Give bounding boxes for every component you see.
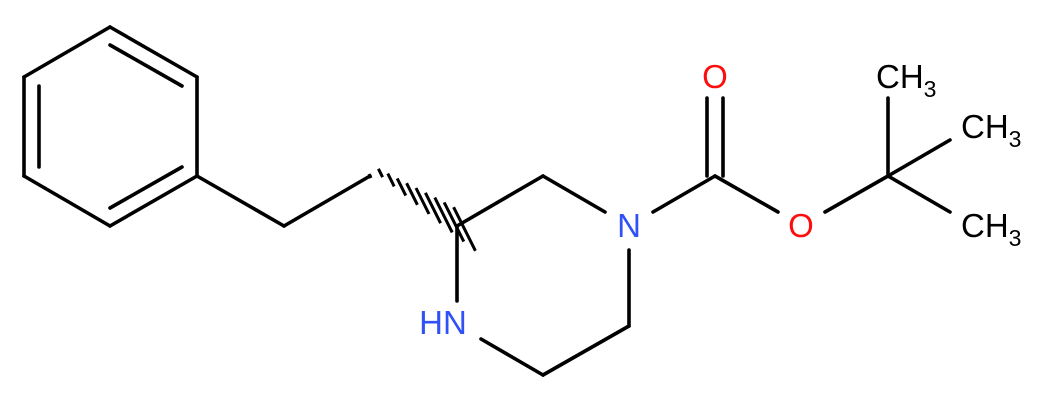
bond-cq-ch3-mid bbox=[886, 138, 952, 178]
atom-label-n1: N bbox=[617, 207, 641, 244]
bond-ch2-ch2 bbox=[282, 174, 372, 228]
ethyl-linker bbox=[195, 174, 372, 228]
atom-label-ch3-bot: CH3 bbox=[961, 207, 1021, 251]
bond-n1-carbonyl bbox=[651, 174, 717, 214]
bond-ring-inner-1 bbox=[108, 43, 184, 88]
bond-c3-c2 bbox=[455, 174, 545, 228]
bond-ph-ch2 bbox=[195, 174, 286, 228]
bond-ring-f bbox=[22, 25, 112, 79]
atom-label-o-ester: O bbox=[788, 207, 814, 244]
atom-label-ch3-mid: CH3 bbox=[961, 108, 1021, 152]
boc-group bbox=[651, 96, 952, 214]
bond-cq-ch3-bot bbox=[886, 174, 952, 214]
piperazine-ring bbox=[455, 174, 631, 377]
atom-label-nh: HN bbox=[419, 304, 467, 341]
bond-c2-n1 bbox=[541, 174, 607, 214]
hashed-wedge-bond bbox=[367, 168, 477, 252]
phenyl-ring bbox=[22, 25, 199, 228]
bond-ring-d bbox=[22, 174, 112, 228]
bond-ring-a bbox=[108, 25, 199, 79]
atom-label-o-carbonyl: O bbox=[702, 58, 728, 95]
bond-oester-cq bbox=[823, 174, 890, 214]
bond-carbonyl-oester bbox=[713, 174, 780, 214]
bond-c5-n4 bbox=[479, 337, 545, 377]
bond-ring-c bbox=[108, 174, 199, 228]
bond-ring-inner-2 bbox=[108, 165, 184, 210]
bond-c6-c5 bbox=[541, 324, 631, 377]
atom-label-ch3-top: CH3 bbox=[876, 58, 936, 102]
